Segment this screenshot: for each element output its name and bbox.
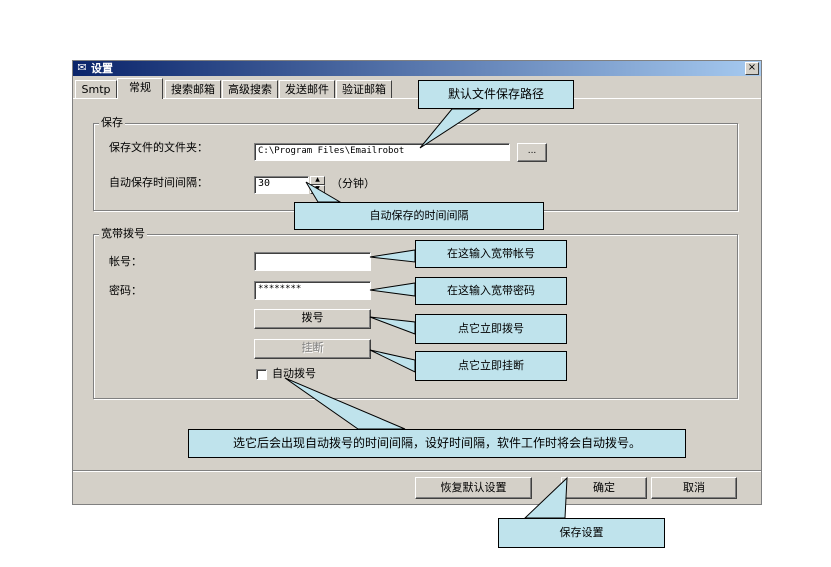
save-callout: 保存设置	[498, 518, 665, 548]
interval-unit: （分钟）	[331, 177, 375, 190]
folder-callout: 默认文件保存路径	[418, 80, 574, 109]
dial-callout-pointer	[369, 316, 416, 335]
tab-search-mailbox[interactable]: 搜索邮箱	[165, 80, 221, 98]
folder-label: 保存文件的文件夹：	[109, 141, 208, 154]
title-bar[interactable]: ✉ 设置 ×	[73, 61, 761, 76]
auto-dial-callout: 选它后会出现自动拨号的时间间隔，设好时间隔，软件工作时将会自动拨号。	[188, 429, 686, 458]
general-panel: 保存 保存文件的文件夹： C:\Program Files\Emailrobot…	[73, 98, 761, 470]
tab-label: Smtp	[81, 83, 111, 96]
auto-dial-checkbox[interactable]	[256, 369, 267, 380]
tab-smtp[interactable]: Smtp	[75, 80, 117, 98]
footer-divider-highlight	[73, 471, 761, 472]
interval-callout: 自动保存的时间间隔	[294, 202, 544, 230]
password-callout-pointer	[369, 282, 416, 297]
auto-dial-label[interactable]: 自动拨号	[272, 367, 316, 380]
tab-advanced-search[interactable]: 高级搜索	[222, 80, 278, 98]
account-field[interactable]	[254, 252, 371, 271]
close-icon: ×	[747, 62, 757, 73]
dial-callout: 点它立即拨号	[415, 314, 567, 344]
cancel-button[interactable]: 取消	[651, 477, 737, 499]
dial-group	[93, 234, 738, 399]
tab-send-mail[interactable]: 发送邮件	[279, 80, 335, 98]
tab-general[interactable]: 常规	[117, 78, 163, 99]
window-title: 设置	[91, 62, 113, 75]
account-callout-pointer	[369, 249, 416, 263]
restore-defaults-button[interactable]: 恢复默认设置	[415, 477, 532, 499]
interval-label: 自动保存时间间隔：	[109, 176, 208, 189]
browse-button[interactable]: ...	[517, 143, 547, 162]
save-group-title: 保存	[99, 116, 125, 129]
save-callout-pointer	[523, 476, 568, 519]
ok-button[interactable]: 确定	[561, 477, 647, 499]
tab-label: 常规	[129, 81, 151, 94]
folder-field[interactable]: C:\Program Files\Emailrobot	[254, 143, 510, 161]
close-button[interactable]: ×	[745, 62, 759, 75]
tab-label: 搜索邮箱	[171, 83, 215, 96]
tab-verify-mailbox[interactable]: 验证邮箱	[336, 80, 392, 98]
interval-callout-pointer	[305, 181, 342, 203]
folder-callout-pointer	[419, 108, 482, 149]
tab-label: 发送邮件	[285, 83, 329, 96]
hangup-callout: 点它立即挂断	[415, 351, 567, 381]
spin-up-button[interactable]: ▲	[310, 176, 325, 185]
dial-group-title: 宽带拨号	[99, 227, 147, 240]
tab-label: 高级搜索	[228, 83, 272, 96]
hangup-button[interactable]: 挂断	[254, 339, 371, 359]
auto-dial-callout-pointer	[284, 377, 406, 430]
hangup-callout-pointer	[369, 349, 416, 373]
dial-button[interactable]: 拨号	[254, 309, 371, 329]
password-label: 密码：	[109, 284, 142, 297]
footer-divider	[73, 470, 761, 471]
account-callout: 在这输入宽带帐号	[415, 240, 567, 268]
app-icon: ✉	[77, 61, 87, 74]
password-callout: 在这输入宽带密码	[415, 277, 567, 305]
up-arrow-icon: ▲	[315, 176, 320, 183]
tab-label: 验证邮箱	[342, 83, 386, 96]
account-label: 帐号：	[109, 255, 142, 268]
